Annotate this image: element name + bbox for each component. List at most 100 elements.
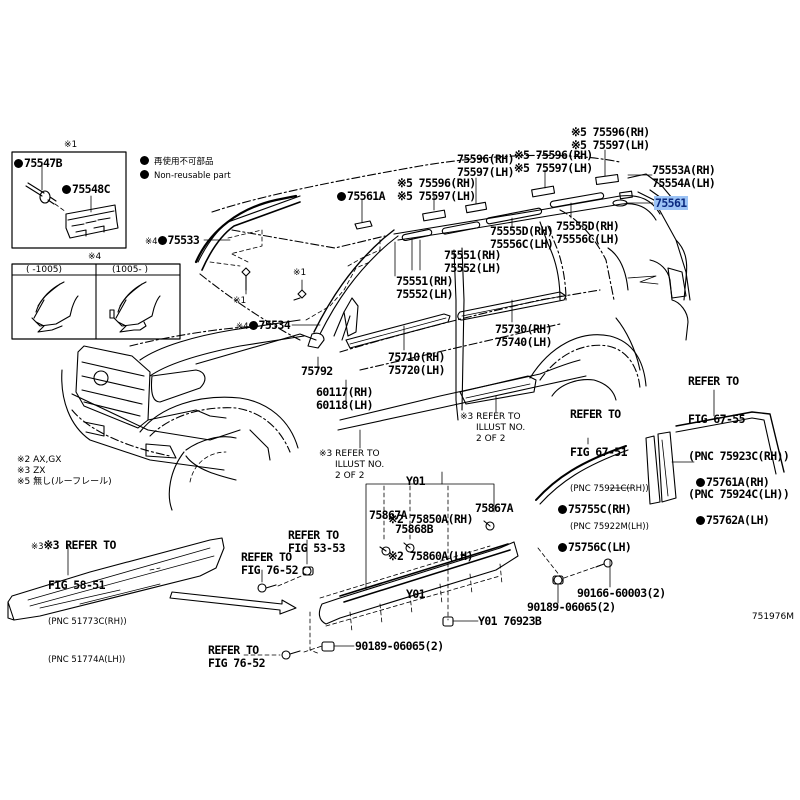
part-label-90166-60003[interactable]: 90166-60003(2): [577, 587, 666, 600]
part-label-75867A-right[interactable]: 75867A: [475, 502, 514, 515]
clip-note-1b: ※1: [293, 268, 307, 278]
part-label-75761A[interactable]: 75761A(RH) 75762A(LH): [696, 451, 770, 539]
label-line: (PNC 51773C(RH)): [48, 617, 127, 627]
label-line: FIG 53-53: [288, 540, 346, 555]
label-line: ※5 75597(LH): [514, 160, 593, 175]
label-line: 75597(LH): [457, 164, 515, 179]
label-line: 60117(RH): [316, 385, 374, 399]
label-line: (PNC 75921C(RH)): [570, 484, 649, 494]
part-label-roof-mould-rear[interactable]: 75555D(RH)75556C(LH): [556, 219, 620, 245]
note-marker: ※3: [31, 542, 44, 552]
label-line: 75554A(LH): [652, 175, 716, 190]
part-label-75551-upper[interactable]: 75551(RH)75552(LH): [444, 249, 502, 274]
label-line: REFER TO: [688, 374, 739, 388]
fasteners: [149, 520, 613, 660]
part-number: 75534: [258, 318, 291, 332]
part-number: 75533: [167, 233, 200, 247]
part-label-75710[interactable]: 75710(RH)75720(LH): [388, 350, 446, 377]
part-label-75553A[interactable]: 75553A(RH)75554A(LH): [652, 164, 716, 190]
label-line: 75710(RH): [388, 350, 446, 364]
figure-number: 751976M: [751, 612, 794, 622]
part-label-75551-lower[interactable]: 75551(RH)75552(LH): [396, 274, 454, 300]
rocker-moulding: [309, 471, 519, 655]
non-reusable-dot-icon: [696, 515, 705, 525]
roof-trim-pieces: [194, 173, 633, 301]
label-line: 75596(RH): [457, 152, 515, 166]
non-reusable-dot-icon: [696, 478, 705, 487]
part-label-75755C[interactable]: 75755C(RH) 75756C(LH): [558, 478, 632, 566]
note-item: ※2 AX,GX: [17, 455, 62, 465]
inset-variants-title: ※4: [88, 252, 102, 262]
part-label-roof-center[interactable]: 75596(RH)75597(LH): [457, 152, 515, 179]
part-label-roof-top-right[interactable]: ※5 75596(RH)※5 75597(LH): [571, 126, 650, 151]
part-label-90189-06065-lower[interactable]: 90189-06065(2): [355, 640, 444, 653]
part-label-75730[interactable]: 75730(RH)75740(LH): [495, 323, 553, 349]
label-line: (PNC 75924C(LH)): [688, 486, 790, 501]
refer-fig-67-55[interactable]: REFER TO FIG 67-55 (PNC 75923C(RH)) (PNC…: [688, 350, 790, 513]
part-number: 75547B: [24, 156, 63, 170]
label-line: 60118(LH): [316, 397, 374, 412]
part-label-75792[interactable]: 75792: [301, 365, 333, 378]
part-label-75867A-left[interactable]: 75867A: [369, 509, 408, 522]
note-item: ※3 ZX: [17, 466, 46, 476]
label-line: Y01: [406, 474, 426, 488]
label-line: 75551(RH): [396, 274, 454, 288]
part-label-75561[interactable]: 75561: [654, 196, 688, 210]
part-label-Y01-76923B[interactable]: Y01 76923B: [478, 615, 542, 628]
inset-variants-box: [11, 263, 181, 340]
running-board: [7, 537, 225, 621]
part-label-75547B[interactable]: 75547B: [14, 156, 63, 170]
inset-clip-box: [11, 151, 127, 249]
legend: 再使用不可部品 Non-reusable part: [140, 155, 231, 183]
refer-fig-58-51[interactable]: ※3※3 REFER TO FIG 58-51 (PNC 51773C(RH))…: [31, 514, 127, 679]
part-label-75548C[interactable]: 75548C: [62, 183, 111, 196]
part-label-roof-center-right[interactable]: ※5 75596(RH)※5 75597(LH): [514, 149, 593, 174]
part-label-roof-mould-mid[interactable]: 75555D(RH)75556C(LH): [490, 225, 554, 250]
label-line: ILLUST NO.: [476, 423, 526, 433]
label-line: ※5 75597(LH): [397, 188, 476, 203]
variant-column-late: (1005- ): [112, 265, 149, 275]
refer-fig-67-51[interactable]: REFER TO FIG 67-51 (PNC 75921C(RH)) (PNC…: [570, 383, 649, 546]
label-line: 2 OF 2: [335, 471, 365, 481]
label-line: 75761A(RH): [706, 475, 770, 489]
non-reusable-dot-icon: [248, 321, 258, 330]
label-line: ※3 REFER TO: [43, 538, 117, 552]
part-label-75561A[interactable]: 75561A: [337, 190, 386, 203]
part-label-roof-mid-left[interactable]: ※5 75596(RH)※5 75597(LH): [397, 177, 476, 202]
non-reusable-dot-icon: [14, 159, 23, 168]
label-line: FIG 58-51: [48, 577, 106, 592]
non-reusable-dot-icon: [558, 505, 567, 514]
part-label-rocker-moulding[interactable]: Y01 ※2 75850A(RH) ※2 75860A(LH) Y01: [388, 450, 474, 613]
part-number: 90189-06065(2): [355, 639, 444, 653]
part-label-75868B[interactable]: 75868B: [395, 523, 434, 536]
label-line: ※5 75596(RH): [571, 125, 650, 139]
non-reusable-dot-icon: [62, 185, 71, 194]
non-reusable-dot-icon: [140, 156, 149, 165]
direction-arrow: [169, 591, 297, 615]
vehicle-body: [61, 154, 691, 511]
notes-list: ※2 AX,GX ※3 ZX ※5 無し(ルーフレール): [17, 455, 112, 488]
label-line: 2 OF 2: [476, 434, 506, 444]
label-line: 75555D(RH): [556, 219, 620, 233]
label-line: FIG 76-52: [241, 562, 299, 577]
note-item: ※5 無し(ルーフレール): [17, 477, 112, 487]
label-line: REFER TO: [208, 643, 259, 657]
legend-text-en: Non-reusable part: [154, 171, 231, 181]
part-label-60117[interactable]: 60117(RH)60118(LH): [316, 385, 374, 412]
label-line: ※3 REFER TO: [319, 449, 380, 459]
label-line: 75720(LH): [388, 362, 446, 377]
label-line: 75740(LH): [495, 334, 553, 349]
label-line: ※5 75597(LH): [571, 137, 650, 152]
part-number: 90166-60003(2): [577, 586, 666, 600]
legend-row-jp: 再使用不可部品: [140, 155, 231, 169]
label-line: 75762A(LH): [706, 512, 770, 527]
part-label-90189-06065-right[interactable]: 90189-06065(2): [527, 601, 616, 614]
legend-row-en: Non-reusable part: [140, 169, 231, 183]
